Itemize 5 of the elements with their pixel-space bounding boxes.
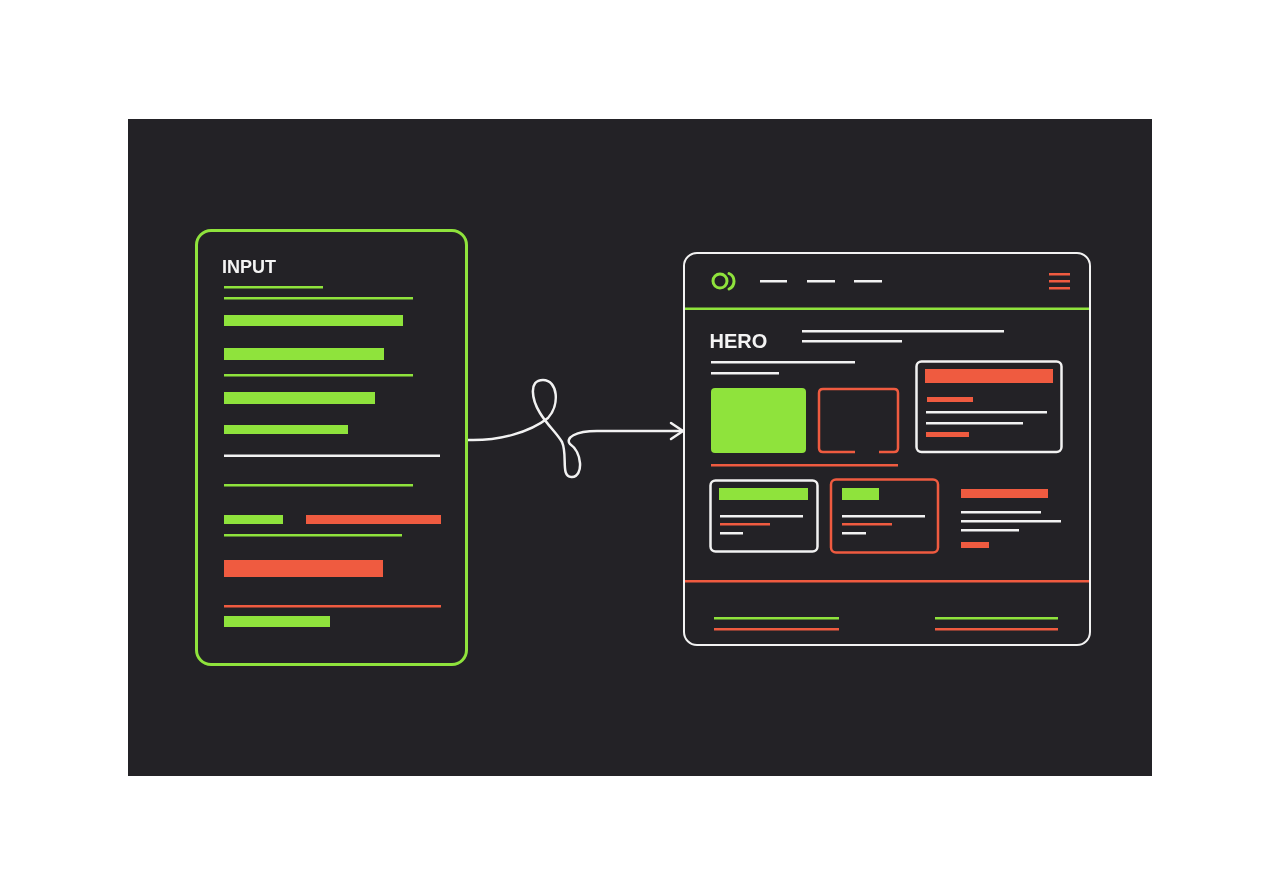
webpage-window (683, 252, 1091, 646)
document-heading: INPUT (222, 256, 276, 278)
arrow (466, 378, 685, 479)
document-card (195, 229, 468, 666)
hero-heading: HERO (709, 328, 768, 353)
